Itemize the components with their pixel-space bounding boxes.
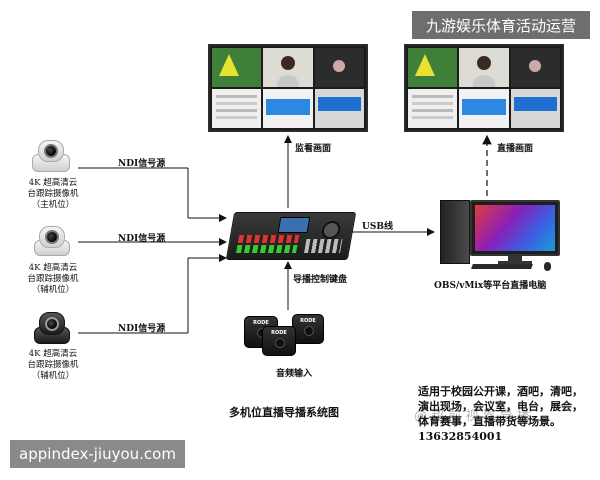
camera-aux-2-label: 4K 超高清云 台跟踪摄像机 （辅机位） bbox=[27, 349, 79, 381]
pc-monitor bbox=[470, 200, 560, 256]
watermark: @ 超 前 视 界 导 播 bbox=[414, 409, 530, 424]
diagram-title: 多机位直播导播系统图 bbox=[229, 406, 339, 419]
switcher-console bbox=[225, 212, 357, 260]
keyboard bbox=[471, 264, 533, 269]
ndi-label-2: NDI信号源 bbox=[118, 234, 166, 244]
url-watermark: appindex-jiuyou.com bbox=[10, 440, 185, 468]
camera-aux-2 bbox=[32, 310, 70, 344]
mouse bbox=[544, 262, 551, 271]
monitor-view-label: 监看画面 bbox=[295, 144, 332, 154]
camera-main-label: 4K 超高清云 台跟踪摄像机 （主机位） bbox=[27, 178, 79, 210]
scenario-description: 适用于校园公开课，酒吧，清吧，演出现场，会议室，电台，展会，体育赛事，直播带货等… bbox=[418, 385, 583, 443]
ndi-label-1: NDI信号源 bbox=[118, 159, 166, 169]
live-view-label: 直播画面 bbox=[497, 144, 534, 154]
usb-label: USB线 bbox=[362, 222, 393, 232]
camera-main bbox=[30, 138, 70, 172]
mic-3: RODE bbox=[262, 326, 296, 356]
brand-banner: 九游娱乐体育活动运营 bbox=[412, 11, 590, 39]
monitor-screen bbox=[208, 44, 368, 132]
console-label: 导播控制键盘 bbox=[293, 275, 348, 285]
audio-label: 音频输入 bbox=[276, 369, 313, 379]
camera-aux-1-label: 4K 超高清云 台跟踪摄像机 （辅机位） bbox=[27, 263, 79, 295]
live-screen bbox=[404, 44, 564, 132]
pc-tower bbox=[440, 200, 470, 264]
ndi-label-3: NDI信号源 bbox=[118, 324, 166, 334]
mic-2: RODE bbox=[292, 314, 324, 344]
pc-label: OBS/vMix等平台直播电脑 bbox=[434, 281, 547, 291]
camera-aux-1 bbox=[32, 224, 70, 256]
